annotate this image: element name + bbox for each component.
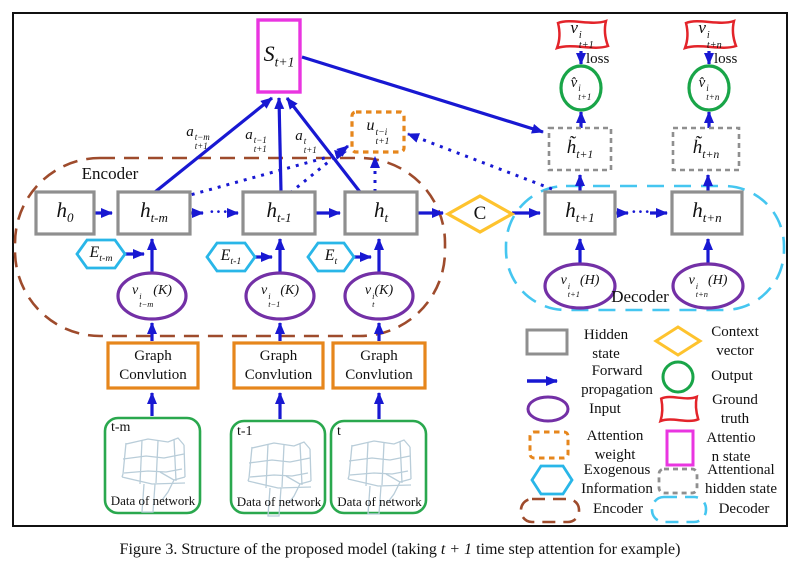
legend-attention-state-symbol bbox=[665, 429, 695, 467]
label-attentional-hidden-tn: h̃t+n bbox=[692, 136, 720, 161]
graph-convolution-nodes bbox=[106, 341, 427, 390]
attention-dashed-arrows bbox=[182, 132, 553, 199]
label-context-vector: C bbox=[473, 203, 487, 224]
data-of-network-nodes bbox=[103, 416, 428, 515]
attentional-hidden-node-t1 bbox=[547, 126, 613, 172]
legend-ground-truth-symbol bbox=[659, 395, 700, 423]
output-node-t1 bbox=[559, 64, 603, 112]
label-hidden-h-tm: ht-m bbox=[140, 197, 168, 226]
label-graph-conv-2: Graph Convlution bbox=[244, 347, 313, 383]
output-node-tn bbox=[687, 64, 731, 112]
legend-label-input: Input bbox=[589, 401, 621, 418]
legend-symbols bbox=[519, 325, 708, 524]
label-decoder-region: Decoder bbox=[611, 287, 669, 306]
legend-label-hidden-state: Hidden state bbox=[583, 327, 629, 362]
label-graph-conv-3: Graph Convlution bbox=[345, 347, 413, 383]
legend-attentional-hidden-symbol bbox=[657, 467, 699, 495]
legend-attention-weight-symbol bbox=[528, 430, 570, 460]
decoder-ellipsis: ··· bbox=[630, 202, 651, 221]
label-data-network-2: Data of network bbox=[236, 493, 322, 509]
legend-label-ground-truth: Ground truth bbox=[712, 392, 758, 427]
legend-label-decoder: Decoder bbox=[718, 501, 770, 518]
legend-label-context-vector: Context vector bbox=[711, 324, 759, 359]
legend-label-forward-propagation: Forward propagation bbox=[581, 363, 653, 398]
legend-encoder-symbol bbox=[519, 497, 581, 524]
attentional-hidden-node-tn bbox=[671, 126, 741, 172]
encoder-ellipsis: ··· bbox=[208, 202, 229, 221]
legend-hidden-state-symbol bbox=[525, 328, 569, 356]
label-hidden-h-tpn: ht+n bbox=[692, 197, 722, 226]
legend-label-attention-weight: Attention weight bbox=[586, 428, 644, 463]
label-exogenous-t1: Et-1 bbox=[220, 246, 242, 268]
legend-label-exogenous-information: Exogenous Information bbox=[581, 462, 653, 497]
label-exogenous-t: Et bbox=[324, 246, 338, 268]
label-hidden-h-t: ht bbox=[373, 197, 389, 226]
legend-input-symbol bbox=[526, 395, 570, 423]
label-encoder-region: Encoder bbox=[81, 164, 139, 183]
label-exogenous-tm: Et-m bbox=[89, 243, 113, 265]
legend-output-symbol bbox=[661, 360, 695, 394]
legend-label-attention-state: Attentio n state bbox=[706, 430, 756, 465]
context-vector-node bbox=[444, 194, 516, 234]
label-hidden-h0: h0 bbox=[56, 197, 74, 226]
label-graph-conv-1: Graph Convlution bbox=[119, 347, 187, 383]
label-hidden-h-t1: ht-1 bbox=[266, 197, 292, 226]
attention-state-node bbox=[256, 18, 302, 94]
exogenous-nodes bbox=[75, 238, 356, 273]
legend-label-attentional-hidden-state: Attentional hidden state bbox=[704, 462, 778, 497]
label-time-t1: t-1 bbox=[237, 424, 253, 439]
label-attention-state: St+1 bbox=[263, 41, 295, 70]
label-time-t: t bbox=[337, 424, 341, 439]
label-loss-t1: loss bbox=[586, 50, 610, 67]
figure-caption: Figure 3. Structure of the proposed mode… bbox=[119, 541, 681, 558]
decoder-region-outline bbox=[504, 184, 786, 312]
label-data-network-1: Data of network bbox=[110, 492, 196, 508]
legend-exogenous-symbol bbox=[530, 464, 574, 496]
legend-decoder-symbol bbox=[650, 495, 708, 524]
label-data-network-3: Data of network bbox=[337, 493, 422, 509]
attention-weight-node bbox=[350, 110, 406, 154]
legend-label-output: Output bbox=[711, 368, 753, 385]
figure-border bbox=[12, 12, 788, 527]
label-time-tm: t-m bbox=[111, 420, 131, 435]
forward-arrows bbox=[94, 51, 714, 419]
label-loss-tn: loss bbox=[714, 50, 738, 67]
input-nodes bbox=[116, 262, 745, 321]
label-attentional-hidden-t1: h̃t+1 bbox=[566, 136, 594, 161]
encoder-region-outline bbox=[13, 156, 447, 338]
legend-context-vector-symbol bbox=[653, 325, 703, 357]
label-hidden-h-tp1: ht+1 bbox=[565, 197, 595, 226]
legend-label-encoder: Encoder bbox=[593, 501, 643, 518]
hidden-state-nodes bbox=[34, 190, 744, 236]
